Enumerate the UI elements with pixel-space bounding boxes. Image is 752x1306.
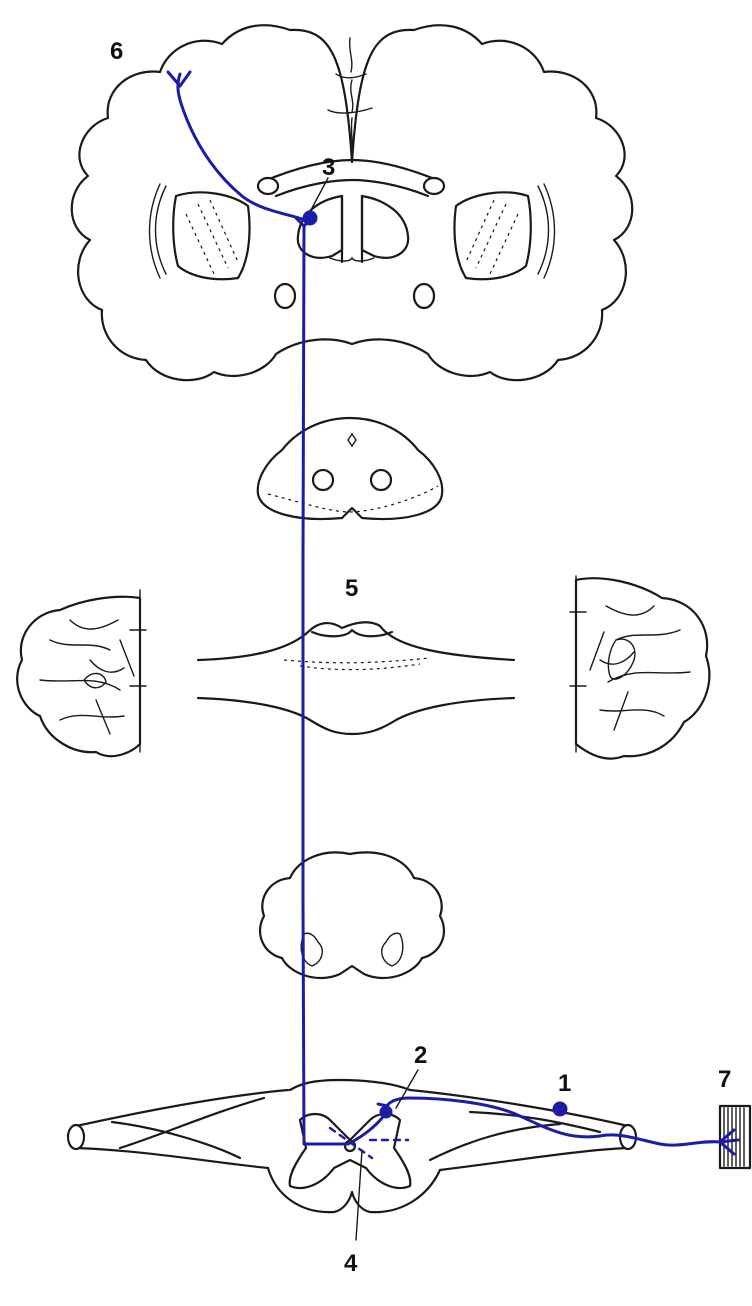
label-3: 3 <box>322 156 335 180</box>
label-5: 5 <box>345 577 358 601</box>
label-4: 4 <box>344 1252 357 1276</box>
cerebellum-left <box>17 590 146 756</box>
label-6: 6 <box>110 40 123 64</box>
cerebellum-right <box>570 576 709 759</box>
pons-section <box>198 622 514 734</box>
spinal-cord-section <box>68 1080 636 1212</box>
medulla-section <box>260 852 444 978</box>
label-1: 1 <box>558 1072 571 1096</box>
label-7: 7 <box>718 1068 731 1092</box>
label-2: 2 <box>414 1044 427 1068</box>
midbrain-section <box>258 418 443 519</box>
brain-coronal-section <box>72 25 633 380</box>
